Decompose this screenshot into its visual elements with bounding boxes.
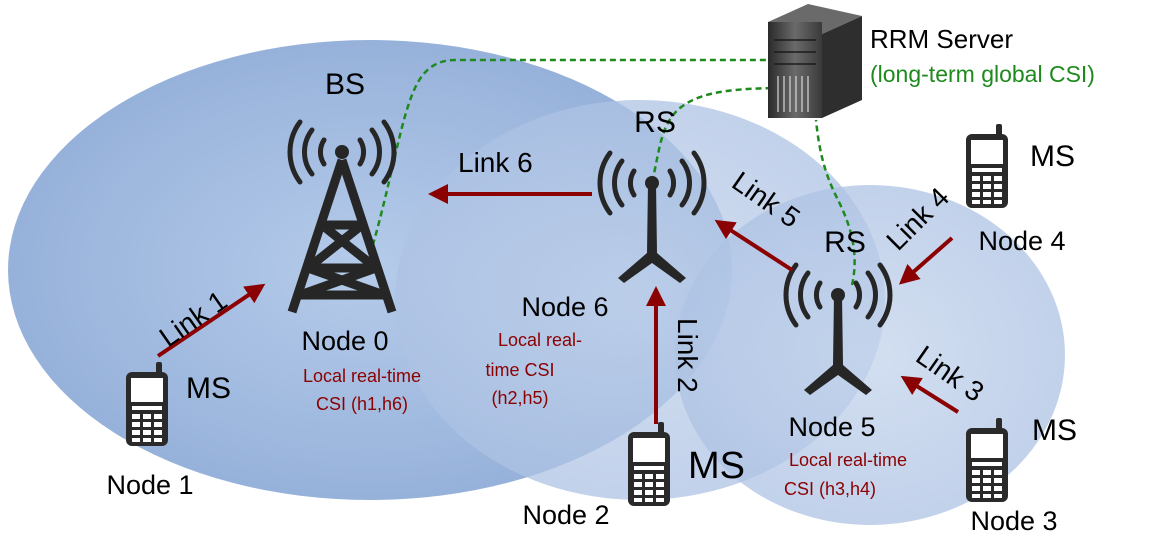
ms3-type-label: MS	[1032, 414, 1077, 447]
node1-label: Node 1	[106, 470, 193, 500]
node5-csi-line2: CSI (h3,h4)	[784, 479, 876, 499]
mobile-phone-icon-node2	[628, 422, 670, 506]
link1-arrow	[156, 283, 266, 358]
base-station-tower-icon	[290, 122, 394, 314]
ms1-type-label: MS	[186, 372, 231, 405]
link4-arrow	[898, 236, 954, 285]
rs5-type-label: RS	[824, 226, 866, 259]
ms4-type-label: MS	[1030, 140, 1075, 173]
node5-label: Node 5	[788, 412, 875, 442]
node5-csi-line1: Local real-time	[789, 450, 907, 470]
node6-csi-line2: time CSI	[485, 360, 554, 380]
bs-type-label: BS	[325, 68, 365, 101]
node0-csi-line1: Local real-time	[303, 366, 421, 386]
mobile-phone-icon-node3	[966, 418, 1008, 502]
control-line-rs5	[814, 119, 856, 286]
node6-label: Node 6	[521, 292, 608, 322]
node6-csi-line1: Local real-	[498, 330, 582, 350]
node0-label: Node 0	[301, 326, 388, 356]
mobile-phone-icon-node1	[126, 362, 168, 446]
ms2-type-label: MS	[688, 445, 745, 487]
link3-arrow	[900, 375, 960, 414]
server-subtitle: (long-term global CSI)	[870, 61, 1095, 87]
mobile-phone-icon-node4	[966, 124, 1008, 208]
control-line-rs6	[650, 86, 791, 183]
link6-label: Link 6	[458, 147, 533, 178]
link2-label: Link 2	[672, 318, 703, 393]
node3-label: Node 3	[970, 506, 1057, 536]
control-line-bs	[368, 58, 780, 256]
server-title: RRM Server	[870, 24, 1013, 54]
rs6-type-label: RS	[634, 106, 676, 139]
server-icon	[768, 4, 862, 118]
node6-csi-line3: (h2,h5)	[491, 388, 548, 408]
node4-label: Node 4	[978, 226, 1065, 256]
node0-csi-line2: CSI (h1,h6)	[316, 394, 408, 414]
node2-label: Node 2	[522, 500, 609, 530]
link5-arrow	[714, 219, 794, 272]
